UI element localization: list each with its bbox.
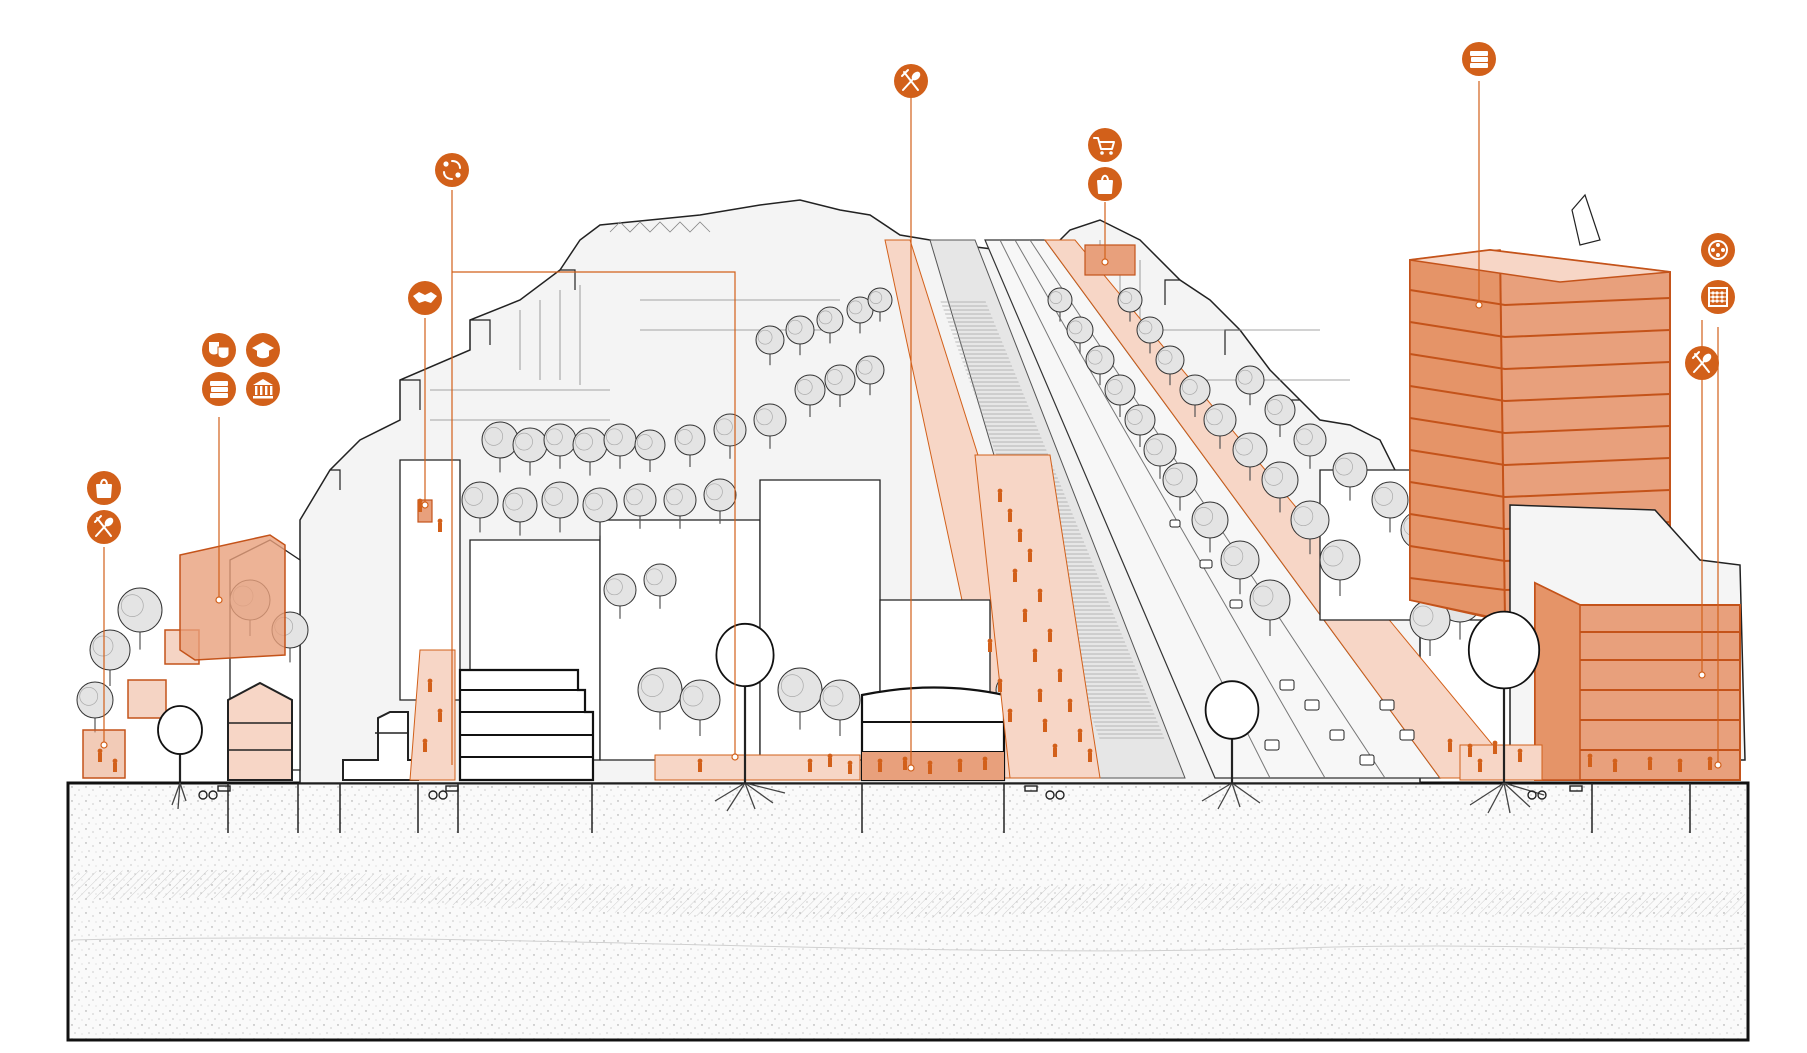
- trees: [76, 287, 1483, 736]
- books-icon: [1462, 42, 1496, 76]
- tree-roots: [171, 782, 1545, 814]
- shopping-bag-icon: [1088, 167, 1122, 201]
- books-icon: [202, 372, 236, 406]
- ground-section: [66, 781, 1750, 1042]
- small-block: [342, 711, 419, 781]
- street-promenade-left: [409, 649, 456, 781]
- leader-endpoints: [100, 258, 1722, 772]
- foreground-trees: [157, 610, 1541, 783]
- program-highlights: [82, 193, 1746, 782]
- program-icons: [87, 42, 1735, 544]
- gabled-house: [227, 681, 293, 781]
- vehicles: [1169, 519, 1415, 766]
- plaza-strip-left: [654, 754, 861, 781]
- restaurant-icon: [894, 64, 928, 98]
- retail-kiosk-back: [1084, 244, 1136, 276]
- utility-pipes: [198, 785, 1583, 800]
- graduation-cap-icon: [246, 333, 280, 367]
- restaurant-icon: [1685, 346, 1719, 380]
- museum-icon: [246, 372, 280, 406]
- culture-education-block: [179, 534, 286, 661]
- abacus-icon: [1701, 280, 1735, 314]
- people: [97, 488, 1713, 774]
- shopping-cart-icon: [1088, 128, 1122, 162]
- soil-stratum-line: [71, 937, 1746, 952]
- pedestrian-promenade: [974, 454, 1101, 779]
- foundations: [227, 783, 1691, 833]
- film-reel-icon: [1701, 233, 1735, 267]
- soil-stratum-band: [72, 869, 1745, 919]
- market-building: [860, 686, 1006, 782]
- community-icon: [435, 153, 469, 187]
- silhouette-step-edges: [330, 269, 1300, 490]
- handshake-icon: [408, 281, 442, 315]
- leisure-dining-block: [1534, 581, 1741, 781]
- shopping-bag-icon: [87, 471, 121, 505]
- theatre-masks-icon: [202, 333, 236, 367]
- restaurant-icon: [87, 510, 121, 544]
- stepped-building: [458, 668, 595, 782]
- dining-terrace: [1459, 744, 1543, 781]
